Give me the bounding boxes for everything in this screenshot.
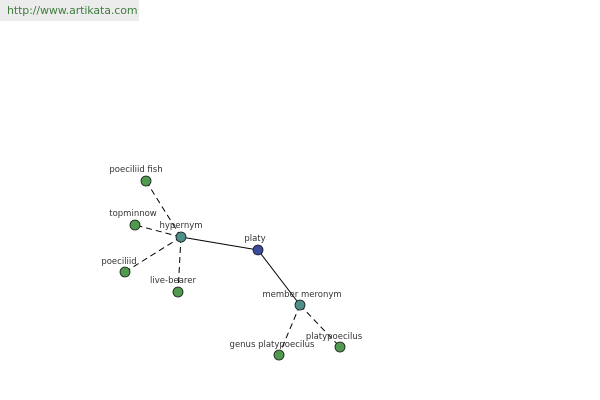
graph-labels: platy hypernym member meronym poeciliid fis… [101, 165, 362, 350]
node-label-live-bearer[interactable]: live-bearer [150, 276, 196, 286]
edge-hypernym-to-live-bearer [177, 236, 182, 293]
edge-platy-to-hypernym [180, 236, 259, 251]
source-url-banner[interactable]: http://www.artikata.com [0, 0, 139, 21]
edge-platy-to-member-meronym [257, 249, 301, 306]
node-live-bearer[interactable] [172, 286, 184, 298]
node-label-poeciliid-fish[interactable]: poeciliid fish [109, 165, 162, 175]
edge-hypernym-to-poeciliid-fish [145, 180, 182, 238]
node-hypernym[interactable] [175, 231, 187, 243]
node-poeciliid-fish[interactable] [140, 175, 152, 187]
node-member-meronym[interactable] [294, 299, 306, 311]
edge-hypernym-to-topminnow [134, 224, 182, 238]
edge-member-meronym-to-genus-platypoecilus [278, 304, 301, 356]
node-label-topminnow[interactable]: topminnow [109, 209, 157, 219]
node-genus-platypoecilus[interactable] [273, 349, 285, 361]
node-poeciliid[interactable] [119, 266, 131, 278]
node-label-platy[interactable]: platy [244, 234, 265, 244]
node-label-hypernym[interactable]: hypernym [159, 221, 202, 231]
node-topminnow[interactable] [129, 219, 141, 231]
node-label-member-meronym[interactable]: member meronym [262, 290, 341, 300]
node-label-genus-platypoecilus[interactable]: genus platypoecilus [230, 340, 315, 350]
node-label-poeciliid[interactable]: poeciliid [101, 257, 136, 267]
graph-nodes [119, 175, 346, 361]
edge-hypernym-to-poeciliid [124, 236, 182, 273]
node-platypoecilus[interactable] [334, 341, 346, 353]
graph-edges [124, 180, 341, 356]
node-label-platypoecilus[interactable]: platypoecilus [306, 332, 363, 342]
node-platy[interactable] [252, 244, 264, 256]
